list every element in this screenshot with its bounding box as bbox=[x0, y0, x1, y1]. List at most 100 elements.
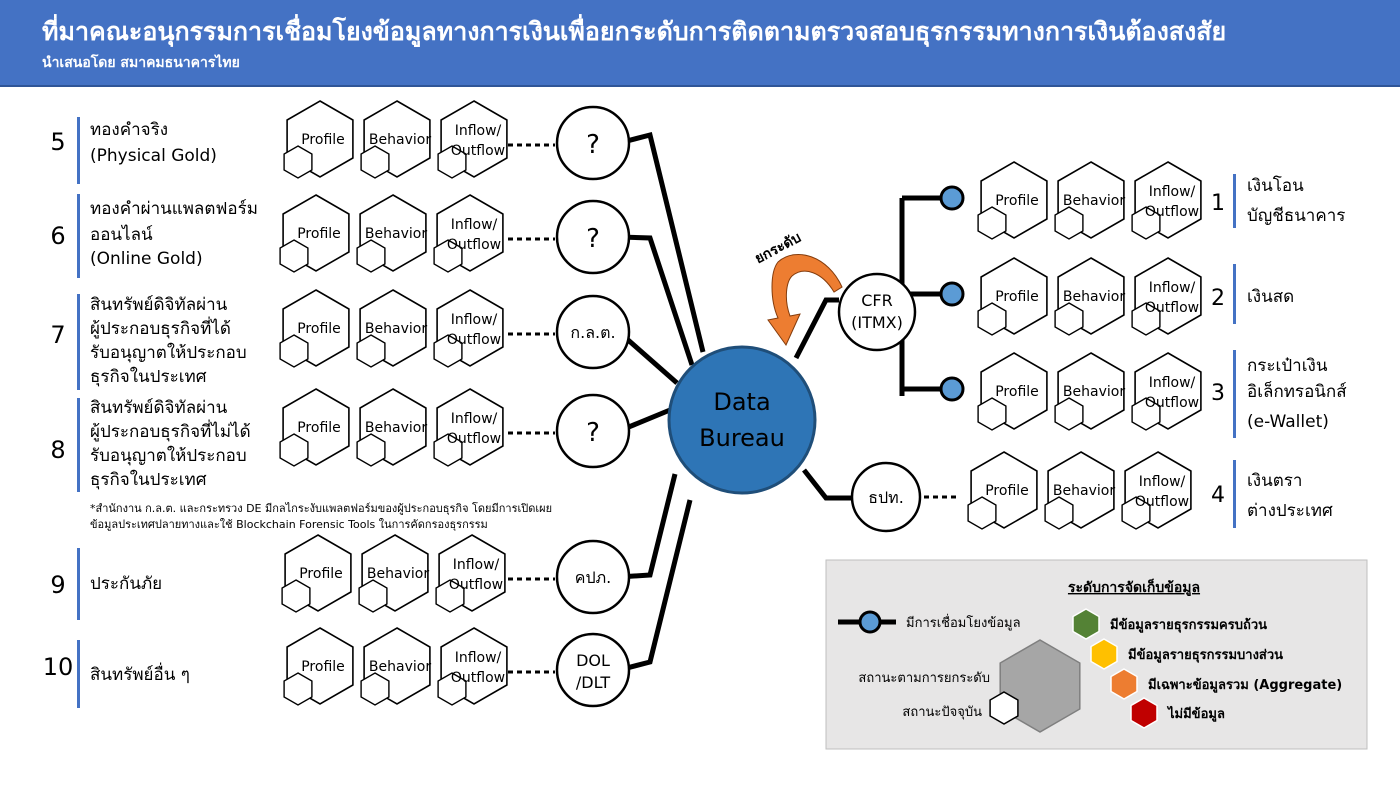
hexagon-small-profile bbox=[977, 302, 1007, 336]
row-name: รับอนุญาตให้ประกอบ bbox=[90, 445, 247, 466]
hex-label-behavior: Behavior bbox=[369, 659, 431, 675]
row-name: ทองคำจริง bbox=[90, 120, 168, 140]
hex-label-inflow: Inflow/ bbox=[451, 411, 498, 427]
link-dot bbox=[939, 281, 965, 307]
accent-bar bbox=[1233, 460, 1236, 528]
hexagon-small-profile bbox=[977, 397, 1007, 431]
hexagon-small-flow bbox=[1131, 302, 1161, 336]
hexagon-small-profile bbox=[279, 239, 309, 273]
legend-level-label: ไม่มีข้อมูล bbox=[1166, 705, 1225, 722]
row-number: 7 bbox=[50, 321, 65, 349]
hex-label-outflow: Outflow bbox=[447, 332, 501, 348]
legend-target-hex bbox=[999, 639, 1081, 733]
legend-level-label: มีข้อมูลรายธุรกรรมครบถ้วน bbox=[1110, 617, 1267, 633]
hex-label-profile: Profile bbox=[985, 483, 1029, 499]
accent-bar bbox=[77, 294, 80, 390]
hex-label-profile: Profile bbox=[995, 384, 1039, 400]
hex-label-outflow: Outflow bbox=[447, 431, 501, 447]
hexagon-small-flow bbox=[437, 145, 467, 179]
hexagon-small-behavior bbox=[360, 672, 390, 706]
accent-bar bbox=[77, 640, 80, 708]
bot-node-label: ธปท. bbox=[868, 488, 904, 507]
source-node bbox=[555, 105, 631, 181]
hexagon-small-behavior bbox=[1054, 397, 1084, 431]
legend-level-hex bbox=[1110, 668, 1138, 700]
source-node bbox=[555, 632, 631, 708]
source-node-label: ? bbox=[586, 224, 600, 254]
hexagon-small-behavior bbox=[356, 334, 386, 368]
accent-bar bbox=[77, 548, 80, 620]
hex-label-inflow: Inflow/ bbox=[1149, 184, 1196, 200]
hex-label-behavior: Behavior bbox=[365, 321, 427, 337]
hex-label-outflow: Outflow bbox=[451, 143, 505, 159]
legend-current-label: สถานะปัจจุบัน bbox=[902, 705, 982, 720]
hex-label-profile: Profile bbox=[297, 226, 341, 242]
source-node-label: DOL bbox=[576, 651, 610, 670]
legend-link-dot bbox=[858, 610, 882, 634]
footnote-text: ข้อมูลประเทศปลายทางและใช้ Blockchain For… bbox=[90, 518, 488, 531]
link-line-left bbox=[618, 499, 693, 673]
hex-label-behavior: Behavior bbox=[365, 226, 427, 242]
link-dot bbox=[939, 376, 965, 402]
hexagon-small-behavior bbox=[356, 433, 386, 467]
row-number: 3 bbox=[1211, 381, 1225, 406]
hexagon-small-behavior bbox=[1044, 496, 1074, 530]
bot-node bbox=[850, 461, 922, 533]
hex-label-inflow: Inflow/ bbox=[451, 312, 498, 328]
hex-label-profile: Profile bbox=[297, 420, 341, 436]
legend-level-hex bbox=[1090, 638, 1118, 670]
hexagon-small-flow bbox=[1131, 397, 1161, 431]
row-name: เงินตรา bbox=[1247, 471, 1302, 491]
source-node bbox=[555, 294, 631, 370]
row-number: 10 bbox=[43, 653, 74, 681]
row-name: ประกันภัย bbox=[90, 574, 162, 594]
row-number: 9 bbox=[50, 571, 65, 599]
cfr-node-label: (ITMX) bbox=[851, 313, 903, 332]
data-bureau-label: Bureau bbox=[699, 424, 785, 452]
source-node-label: ก.ล.ต. bbox=[570, 323, 615, 342]
hexagon-small-profile bbox=[967, 496, 997, 530]
hex-label-behavior: Behavior bbox=[1063, 384, 1125, 400]
row-name: ต่างประเทศ bbox=[1247, 501, 1333, 521]
cfr-node bbox=[837, 272, 917, 352]
hexagon-small-behavior bbox=[360, 145, 390, 179]
accent-bar bbox=[1233, 264, 1236, 324]
cfr-node-label: CFR bbox=[861, 291, 893, 310]
header-banner: ที่มาคณะอนุกรรมการเชื่อมโยงข้อมูลทางการเ… bbox=[0, 0, 1400, 87]
hex-label-outflow: Outflow bbox=[449, 577, 503, 593]
hex-label-inflow: Inflow/ bbox=[455, 650, 502, 666]
link-line-cfr bbox=[793, 297, 839, 360]
row-name: (Online Gold) bbox=[90, 249, 203, 269]
hex-label-outflow: Outflow bbox=[451, 670, 505, 686]
hex-label-inflow: Inflow/ bbox=[1149, 280, 1196, 296]
hex-label-outflow: Outflow bbox=[447, 237, 501, 253]
footnote-text: *สำนักงาน ก.ล.ต. และกระทรวง DE มีกลไกระง… bbox=[90, 501, 552, 515]
hex-label-behavior: Behavior bbox=[1063, 289, 1125, 305]
legend-level-label: มีข้อมูลรายธุรกรรมบางส่วน bbox=[1128, 647, 1283, 663]
source-node-label: ? bbox=[586, 418, 600, 448]
row-name: เงินโอน bbox=[1247, 175, 1304, 196]
hexagon-small-flow bbox=[433, 334, 463, 368]
link-line-left bbox=[618, 473, 678, 580]
accent-bar bbox=[1233, 350, 1236, 438]
row-number: 8 bbox=[50, 436, 65, 464]
hex-label-outflow: Outflow bbox=[1145, 300, 1199, 316]
hex-label-behavior: Behavior bbox=[1053, 483, 1115, 499]
row-name: รับอนุญาตให้ประกอบ bbox=[90, 342, 247, 363]
source-node-label: /DLT bbox=[576, 673, 610, 692]
hex-label-outflow: Outflow bbox=[1145, 204, 1199, 220]
row-name: กระเป๋าเงิน bbox=[1247, 356, 1328, 376]
hex-label-inflow: Inflow/ bbox=[455, 123, 502, 139]
row-name: (Physical Gold) bbox=[90, 146, 217, 166]
row-number: 2 bbox=[1211, 286, 1225, 311]
accent-bar bbox=[77, 398, 80, 492]
row-name: อิเล็กทรอนิกส์ bbox=[1247, 380, 1347, 402]
hexagon-small-flow bbox=[1121, 496, 1151, 530]
source-node-label: ? bbox=[586, 130, 600, 160]
hexagon-small-behavior bbox=[1054, 206, 1084, 240]
hexagon-small-profile bbox=[281, 579, 311, 613]
hexagon-small-flow bbox=[437, 672, 467, 706]
data-bureau-label: Data bbox=[713, 388, 770, 416]
hexagon-small-behavior bbox=[358, 579, 388, 613]
